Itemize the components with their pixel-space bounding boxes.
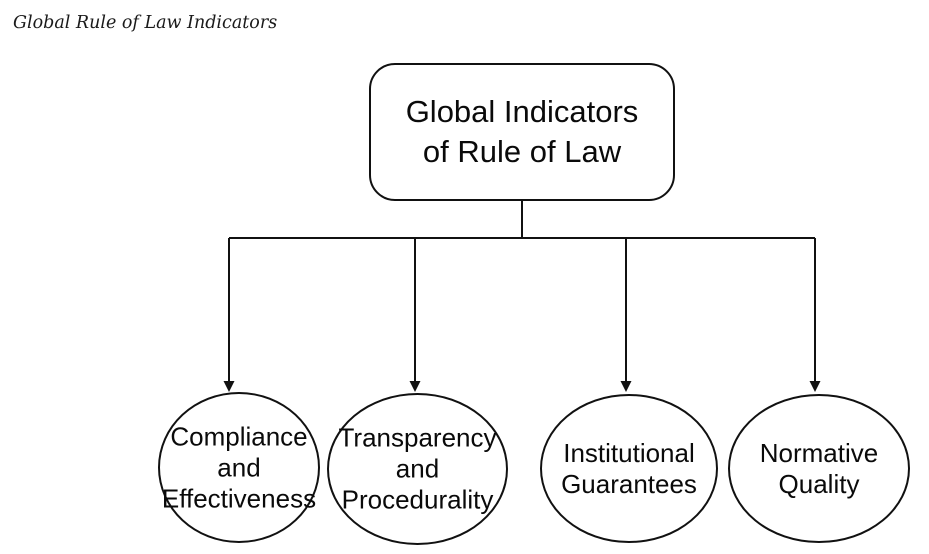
node-compliance-and-effectiveness: Compliance and Effectiveness bbox=[158, 392, 320, 543]
node-institutional-guarantees: Institutional Guarantees bbox=[540, 394, 718, 543]
child-node-label: Normative Quality bbox=[759, 437, 879, 499]
node-transparency-and-procedurality: Transparency and Procedurality bbox=[327, 393, 508, 545]
child-node-label: Transparency and Procedurality bbox=[338, 422, 497, 515]
arrowhead-2-icon bbox=[409, 381, 421, 392]
arrowhead-4-icon bbox=[809, 381, 821, 392]
arrowhead-3-icon bbox=[620, 381, 632, 392]
child-node-label: Institutional Guarantees bbox=[561, 437, 697, 499]
node-global-indicators-of-rule-of-law: Global Indicators of Rule of Law bbox=[369, 63, 675, 201]
root-node-label: Global Indicators of Rule of Law bbox=[405, 94, 639, 169]
figure-caption: Global Rule of Law Indicators bbox=[13, 13, 278, 33]
node-normative-quality: Normative Quality bbox=[728, 394, 910, 543]
child-node-label: Compliance and Effectiveness bbox=[161, 421, 317, 513]
arrowhead-1-icon bbox=[223, 381, 235, 392]
tree-lines bbox=[228, 200, 816, 382]
